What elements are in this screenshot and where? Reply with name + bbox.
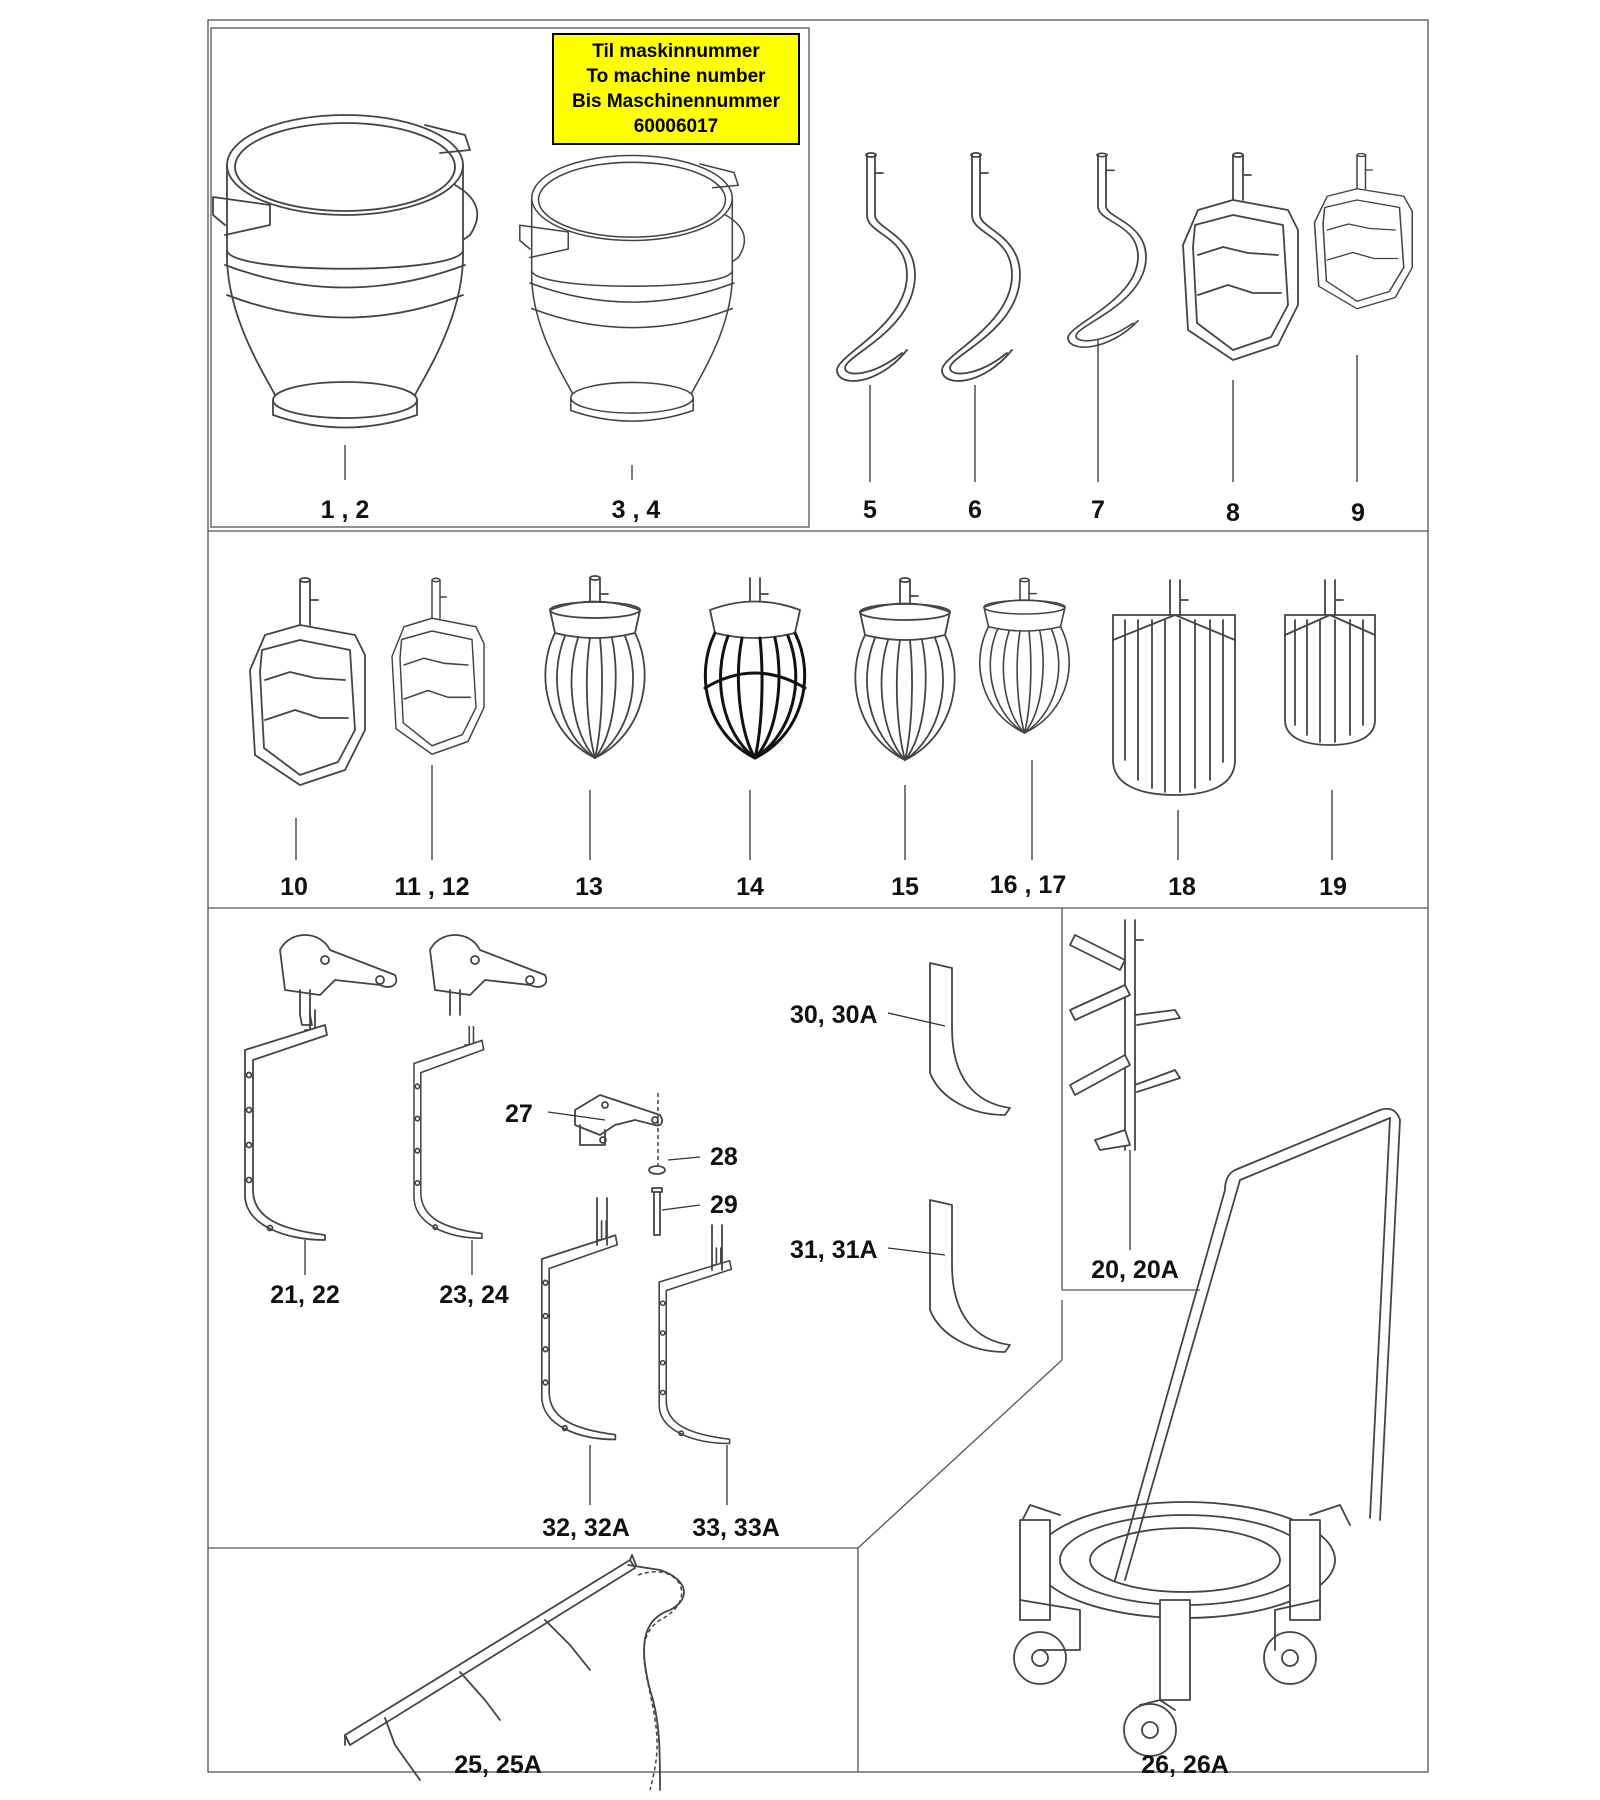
- part-label-5: 5: [863, 496, 877, 524]
- part-label-27: 27: [505, 1100, 533, 1128]
- scraper-blade-21: [244, 1009, 328, 1241]
- notice-line-1: Til maskinnummer: [592, 41, 760, 62]
- scraper-23: [429, 934, 548, 1016]
- part-label-16-17: 16 , 17: [989, 871, 1067, 899]
- beater-9: [1313, 152, 1414, 310]
- bowl-trolley-illustration: [1013, 1107, 1401, 1757]
- part-label-7: 7: [1091, 496, 1105, 524]
- wire-beater-19: [1284, 579, 1376, 746]
- part-label-28: 28: [710, 1143, 738, 1171]
- bracket-27: [574, 1094, 663, 1146]
- part-label-20: 20, 20A: [1091, 1256, 1179, 1284]
- part-label-3-4: 3 , 4: [611, 496, 661, 524]
- whisk-13: [544, 575, 646, 759]
- notice-line-4: 60006017: [633, 116, 719, 137]
- part-label-14: 14: [736, 873, 764, 901]
- scraper-blade-23: [413, 1025, 485, 1240]
- notice-line-3: Bis Maschinennummer: [572, 91, 780, 112]
- wire-beater-18: [1112, 579, 1236, 796]
- washer-28: [648, 1165, 666, 1175]
- beater-8: [1182, 152, 1299, 361]
- part-label-18: 18: [1168, 873, 1196, 901]
- part-label-15: 15: [891, 873, 919, 901]
- whisk-16: [978, 577, 1071, 734]
- dough-hook-7: [1067, 152, 1147, 348]
- bowl-illustration-2: [519, 154, 746, 422]
- beater-11: [391, 577, 485, 756]
- part-label-32: 32, 32A: [542, 1514, 630, 1542]
- part-label-29: 29: [710, 1191, 738, 1219]
- frame-lines: [207, 19, 1429, 1773]
- leader-lines: [295, 340, 1358, 1505]
- part-label-19: 19: [1319, 873, 1347, 901]
- rack-illustration: [344, 1554, 685, 1791]
- part-label-11-12: 11 , 12: [394, 873, 470, 901]
- beater-10: [249, 577, 366, 786]
- part-label-21-22: 21, 22: [270, 1281, 340, 1309]
- dough-hook-5: [836, 152, 916, 382]
- whisk-14: [703, 577, 807, 760]
- scraper-shaft-33: [711, 1224, 723, 1271]
- part-label-6: 6: [968, 496, 982, 524]
- part-label-33: 33, 33A: [692, 1514, 780, 1542]
- part-label-25: 25, 25A: [454, 1751, 542, 1779]
- blade-31: [929, 1199, 1011, 1353]
- part-label-9: 9: [1351, 499, 1365, 527]
- notice-line-2: To machine number: [586, 66, 766, 87]
- spiral-20: [1069, 919, 1181, 1151]
- part-label-8: 8: [1226, 499, 1240, 527]
- bowl-illustration-1: [212, 114, 479, 429]
- part-label-31: 31, 31A: [790, 1236, 878, 1264]
- blade-30: [929, 962, 1011, 1116]
- scraper-21: [279, 934, 398, 1026]
- whisk-15: [854, 577, 956, 761]
- machine-number-notice: Til maskinnummer To machine number Bis M…: [552, 33, 800, 145]
- dough-hook-6: [941, 152, 1021, 382]
- part-label-10: 10: [280, 873, 308, 901]
- part-label-23-24: 23, 24: [439, 1281, 509, 1309]
- part-label-30: 30, 30A: [790, 1001, 878, 1029]
- part-label-26: 26, 26A: [1141, 1751, 1229, 1779]
- scraper-33: [658, 1247, 733, 1445]
- scraper-shaft-32: [596, 1197, 608, 1246]
- part-label-1-2: 1 , 2: [320, 496, 370, 524]
- scraper-32: [540, 1220, 619, 1441]
- part-label-13: 13: [575, 873, 603, 901]
- screw-29: [651, 1187, 663, 1236]
